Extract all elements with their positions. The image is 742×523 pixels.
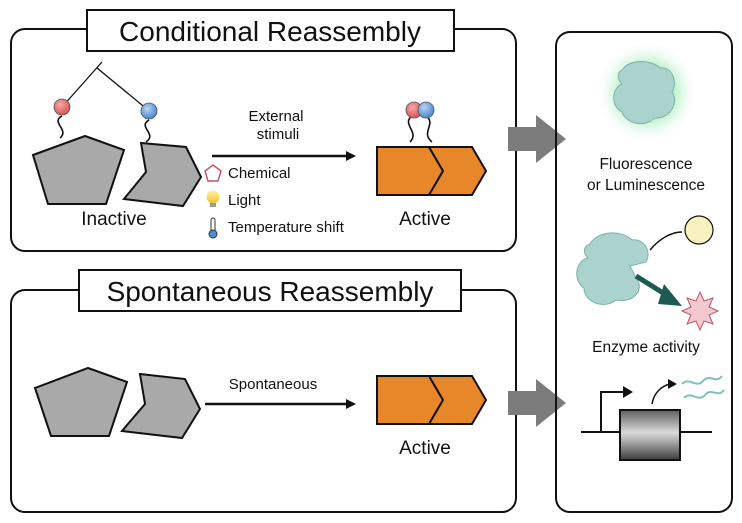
- arrow-label-line2: stimuli: [257, 126, 300, 143]
- linker-right: [144, 119, 151, 143]
- pentagon-icon: [204, 164, 222, 182]
- conditional-title: Conditional Reassembly: [119, 16, 421, 47]
- output-arrow-bottom: [508, 379, 566, 427]
- tether-lines: [61, 61, 149, 111]
- spontaneous-fragment-n: [33, 366, 129, 437]
- enzyme-icon: [576, 232, 649, 305]
- active-label-spontaneous: Active: [399, 438, 451, 459]
- substrate-path-icon: [649, 231, 683, 251]
- lightbulb-icon: [206, 190, 220, 207]
- spontaneous-active-c: [427, 375, 488, 425]
- enzyme-activity-label: Enzyme activity: [592, 339, 700, 356]
- transcript-arrow-icon: [651, 383, 671, 405]
- fluorescent-protein-icon: [613, 61, 676, 125]
- spontaneous-arrow-label: Spontaneous: [229, 376, 317, 393]
- output-arrow-top: [508, 115, 566, 163]
- arrow-label-line1: External: [248, 108, 303, 125]
- linker-left: [57, 115, 64, 139]
- transcript-arrowhead: [668, 379, 677, 389]
- spontaneous-title: Spontaneous Reassembly: [107, 276, 434, 307]
- conditional-title-box: [86, 9, 455, 52]
- substrate-icon: [684, 215, 714, 245]
- spontaneous-title-box: [78, 269, 462, 312]
- gene-gel-icon: [619, 409, 681, 461]
- active-label-conditional: Active: [399, 209, 451, 230]
- stimulus-temperature: Temperature shift: [228, 219, 345, 236]
- blue-pin-icon: [140, 102, 158, 120]
- active-linker-right: [425, 115, 433, 143]
- inactive-fragment-c: [122, 141, 203, 208]
- promoter-arrowhead: [623, 386, 633, 398]
- inactive-label: Inactive: [81, 209, 146, 230]
- spontaneous-fragment-c: [120, 372, 202, 440]
- stimulus-light: Light: [228, 192, 261, 209]
- stimulus-chemical: Chemical: [228, 165, 291, 182]
- red-pin-icon: [53, 98, 71, 116]
- active-linker-left: [407, 115, 414, 143]
- output-panel: [555, 31, 733, 513]
- blue-pin-bound-icon: [417, 101, 435, 119]
- thermometer-icon: [208, 217, 218, 239]
- active-fragment-c: [427, 146, 488, 196]
- enzyme-product-arrowhead: [658, 284, 682, 306]
- fluorescence-label-line2: or Luminescence: [587, 177, 705, 194]
- fluorescence-label-line1: Fluorescence: [599, 156, 692, 173]
- promoter-arrow-icon: [600, 391, 625, 432]
- inactive-fragment-n: [31, 134, 126, 205]
- product-icon: [680, 290, 720, 332]
- mrna-icon: [681, 375, 725, 399]
